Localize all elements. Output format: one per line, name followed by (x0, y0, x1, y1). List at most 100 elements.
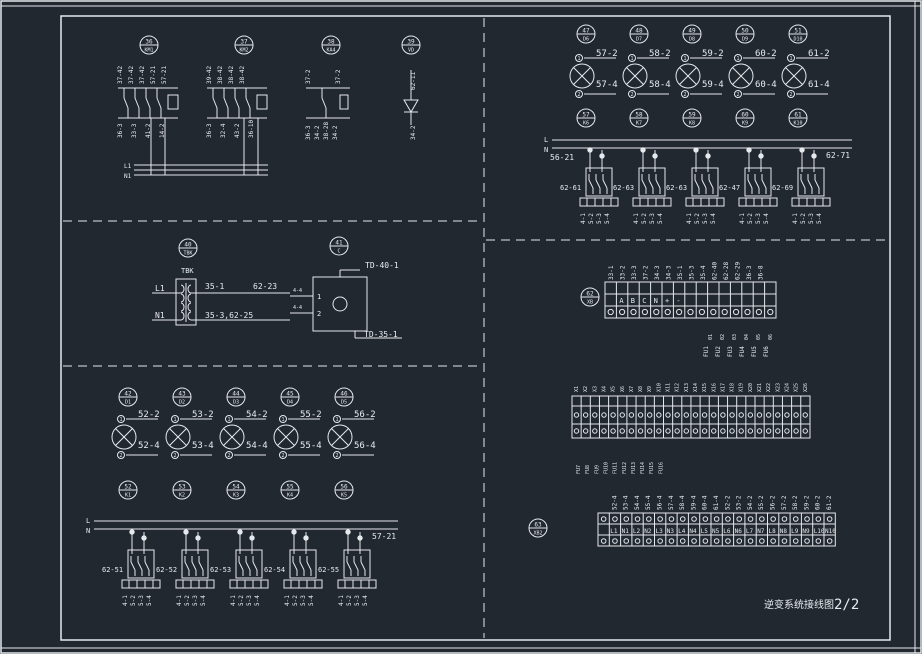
terminal-strip-3 (597, 512, 836, 547)
relay-contact-blade (123, 97, 129, 109)
terminal-top-tag: X2 (583, 386, 589, 392)
badge-code: K7 (636, 121, 642, 127)
lamp-circle (675, 63, 701, 89)
terminal-top-tag: X17 (720, 383, 726, 392)
terminal-top-tag: X10 (656, 383, 662, 392)
switch-box (691, 167, 719, 197)
badge-number: 42 (124, 391, 132, 398)
terminal-screw (582, 412, 589, 418)
lamp-switch-section-right: 47D61257-257-448D71258-258-449D81259-259… (544, 24, 852, 224)
lamp-pin-1 (628, 54, 636, 62)
lamp-cross (732, 67, 750, 85)
switch-side-label: 62-55 (318, 566, 339, 574)
switch-terminal (685, 197, 725, 207)
transformer-out-label: 62-23 (253, 282, 277, 291)
terminal-screw (711, 412, 717, 418)
lamp-bottom-label: 61-4 (808, 80, 830, 90)
transformer-in-label: L1 (155, 284, 165, 293)
terminal-top-tag: X7 (629, 386, 635, 392)
lamp-cross (223, 428, 241, 446)
terminal-screw (792, 538, 799, 544)
terminal-cell-label: L10 (814, 528, 825, 535)
fuse-label: FU4 (739, 346, 746, 357)
bus-node (652, 153, 658, 159)
terminal-screw (793, 428, 799, 434)
badge-number: 57 (582, 112, 590, 119)
terminal-cell-label: N1 (622, 528, 630, 535)
terminal-screw (601, 412, 607, 418)
terminal-top-label: 56-4 (657, 495, 664, 510)
switch-wire-label: 4-1 (633, 213, 640, 224)
badge-number: 51 (794, 28, 802, 35)
badge-code: D2 (179, 400, 185, 406)
terminal-screw (729, 412, 735, 418)
lamp-cross (679, 67, 697, 85)
terminal-screw (637, 412, 644, 418)
terminal-screw (744, 308, 751, 316)
relay-lower-label: 38-28 (323, 122, 330, 140)
lamp-pin-2 (333, 451, 341, 459)
lamp-cross (277, 428, 295, 446)
terminal-top-label: 62-29 (735, 262, 742, 280)
terminal-screw (729, 428, 735, 434)
terminal-cell-label: N7 (757, 528, 765, 535)
terminal-screw (738, 412, 744, 418)
switch-wire-label: 5-3 (596, 213, 603, 224)
terminal-screw (756, 412, 763, 418)
lamp-bottom-label: 52-4 (138, 441, 160, 451)
lamp-top-label: 57-2 (596, 49, 618, 59)
terminal-screw (698, 308, 706, 316)
bus-node (249, 535, 255, 541)
terminal-top-label: 60-4 (702, 495, 709, 510)
relay-contact-blade (321, 97, 327, 109)
terminal-screw (646, 516, 652, 522)
badge-code: D10 (793, 37, 802, 43)
bus-node (195, 535, 201, 541)
switch-wire-label: 5-2 (641, 213, 648, 224)
fuse-label: FU16 (658, 462, 664, 474)
terminal-top-label: 35-4 (700, 265, 707, 280)
fuse-sub-label: 05 (756, 334, 762, 340)
terminal-top-tag: X11 (666, 383, 672, 392)
terminal-cell-label: N9 (802, 528, 810, 535)
meter-side-label: 4-4 (293, 288, 302, 294)
terminal-screw (736, 516, 743, 522)
badge-code: TBK (183, 251, 192, 257)
terminal-screw (646, 538, 652, 544)
lamp-top-label: 61-2 (808, 49, 830, 59)
lamp-pin-2 (225, 451, 233, 459)
terminal-screw (573, 412, 580, 418)
bus-label: N (86, 527, 90, 535)
switch-terminal (791, 197, 831, 207)
lamp-pin-label: 2 (577, 92, 580, 98)
terminal-screw (759, 538, 765, 544)
switch-wire-label: 5-2 (130, 595, 137, 606)
fuse-label: FU1 (703, 346, 710, 357)
terminal-cell-label: N4 (689, 528, 697, 535)
switch-wire-label: 4-1 (122, 595, 129, 606)
terminal-screw (623, 516, 630, 522)
terminal-screw (692, 412, 699, 418)
badge-code: D3 (233, 400, 239, 406)
badge-number: 55 (286, 484, 294, 491)
contact-blade (252, 561, 258, 571)
terminal-top-tag: X14 (693, 383, 699, 392)
fuse-label: FU10 (603, 462, 609, 474)
lamp-top-label: 58-2 (649, 49, 671, 59)
lamp-circle (219, 424, 245, 450)
terminal-screw (634, 538, 641, 544)
terminal-screw (775, 428, 781, 434)
badge-code: D1 (125, 400, 131, 406)
terminal-screw (792, 516, 799, 522)
terminal-screw (725, 538, 731, 544)
lamp-top-label: 59-2 (702, 49, 724, 59)
lamp-top-label: 53-2 (192, 410, 214, 420)
fuse-label: FU9 (594, 465, 600, 474)
bus-node (345, 529, 351, 535)
bus-label: N (544, 146, 548, 154)
fuse-label: FU13 (631, 462, 637, 474)
relay-lower-label: 34-2 (332, 125, 339, 140)
badge-number: 49 (688, 28, 696, 35)
